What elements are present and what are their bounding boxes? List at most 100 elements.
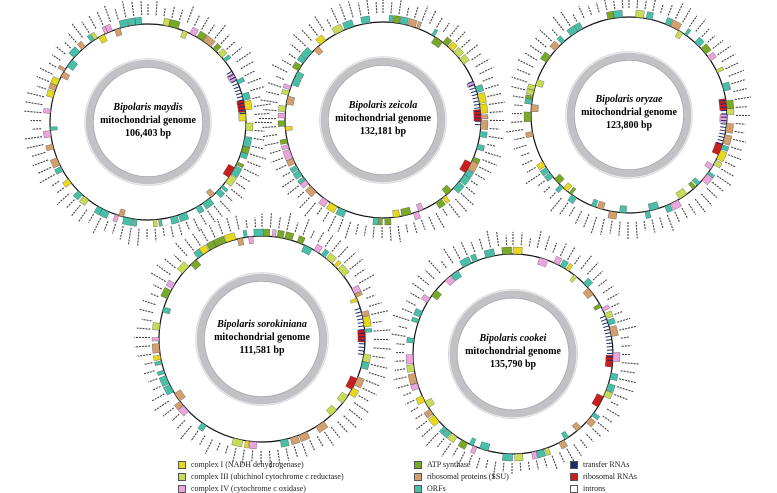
gene-block: [178, 212, 190, 222]
gene-label-mark: [414, 413, 423, 420]
gene-block: [223, 232, 237, 243]
map-5-species: Bipolaris cookei: [479, 333, 547, 344]
gene-block: [469, 437, 477, 446]
gene-label-mark: [401, 308, 413, 314]
gene-block: [719, 114, 728, 123]
gene-label-mark: [269, 212, 273, 228]
gene-label-mark: [64, 41, 72, 49]
gene-label-mark: [489, 110, 503, 113]
gene-block: [459, 256, 472, 268]
legend-label: complex IV (cytochrome c oxidase): [191, 484, 306, 493]
gene-label-mark: [568, 206, 576, 217]
gene-block: [282, 149, 293, 162]
gene-block: [296, 235, 306, 245]
rrna-block: [459, 159, 472, 174]
gene-block: [348, 387, 360, 399]
gene-block: [99, 208, 110, 219]
gene-label-mark: [583, 214, 590, 228]
gene-label-mark: [343, 415, 357, 428]
gene-label-mark: [142, 370, 155, 375]
map-5-size: 135,790 bp: [490, 359, 537, 370]
rrna-block: [591, 393, 604, 408]
gene-block: [114, 27, 123, 37]
gene-block: [431, 36, 443, 49]
gc-outer-line: [319, 56, 447, 184]
gc-inner-line: [92, 66, 204, 178]
gene-label-mark: [542, 186, 551, 194]
legend-label: ATP synthase: [427, 460, 471, 469]
gene-label-mark: [137, 228, 140, 247]
gene-label-mark: [734, 96, 751, 100]
gene-block: [416, 21, 423, 30]
gene-block: [151, 337, 160, 342]
gene-label-mark: [282, 171, 291, 177]
gene-block: [530, 104, 539, 113]
legend-item-orfs: ORFs: [414, 484, 446, 493]
gene-block: [407, 18, 418, 28]
gene-label-mark: [461, 38, 472, 48]
gene-label-mark: [496, 231, 500, 247]
gene-block: [190, 259, 202, 271]
gene-label-mark: [412, 282, 425, 292]
gene-block: [326, 404, 337, 416]
gene-label-mark: [278, 216, 281, 229]
gene-block: [479, 441, 491, 452]
legend-swatch: [414, 460, 422, 469]
gene-label-mark: [337, 245, 349, 258]
gene-block: [98, 34, 108, 44]
trna-tick: [232, 83, 239, 87]
gene-block: [180, 30, 188, 39]
gene-block: [525, 94, 534, 100]
gene-block: [168, 19, 181, 29]
gene-block: [569, 274, 578, 283]
gene-block: [362, 353, 371, 364]
gene-label-mark: [586, 262, 599, 275]
gene-block: [674, 30, 684, 40]
gene-block: [501, 246, 512, 255]
gene-label-mark: [231, 447, 237, 464]
gene-block: [406, 337, 415, 344]
gene-label-mark: [475, 457, 481, 470]
gene-label-mark: [287, 52, 296, 59]
map-4-species: Bipolaris sorokiniana: [216, 319, 307, 330]
gene-label-mark: [551, 455, 558, 470]
gene-label-mark: [226, 40, 236, 50]
gene-label-mark: [180, 425, 192, 440]
gene-block: [276, 230, 285, 239]
gene-label-mark: [151, 385, 161, 391]
legend-item-transfer-rnas: transfer RNAs: [570, 460, 629, 469]
gene-label-mark: [484, 151, 502, 158]
gene-block: [563, 182, 573, 192]
gene-label-mark: [721, 53, 736, 63]
gene-block: [362, 315, 372, 328]
genome-map-5: [391, 230, 639, 479]
gene-label-mark: [88, 15, 97, 29]
gene-block: [707, 51, 717, 62]
gene-label-mark: [617, 317, 631, 323]
gene-label-mark: [103, 221, 109, 231]
gene-label-mark: [317, 231, 325, 243]
gene-label-mark: [428, 216, 436, 231]
gene-block: [555, 184, 564, 194]
gene-label-mark: [173, 254, 182, 263]
gene-label-mark: [442, 208, 448, 217]
gene-label-mark: [55, 45, 66, 55]
gene-label-mark: [199, 227, 208, 242]
gene-label-mark: [489, 127, 500, 130]
gene-label-mark: [142, 299, 156, 306]
gene-label-mark: [301, 29, 312, 41]
gene-label-mark: [290, 43, 301, 53]
gene-label-mark: [475, 58, 490, 68]
gene-label-mark: [511, 76, 528, 83]
gene-label-mark: [235, 215, 240, 230]
gene-block: [688, 181, 697, 190]
gene-block: [549, 40, 560, 52]
gene-block: [118, 18, 129, 29]
gene-block: [438, 426, 447, 435]
gene-block: [253, 228, 264, 237]
gene-label-mark: [442, 22, 450, 32]
gene-label-mark: [56, 187, 64, 194]
gene-label-mark: [521, 159, 533, 166]
map-1-subtitle: mitochondrial genome: [100, 115, 196, 126]
gene-label-mark: [183, 238, 194, 251]
